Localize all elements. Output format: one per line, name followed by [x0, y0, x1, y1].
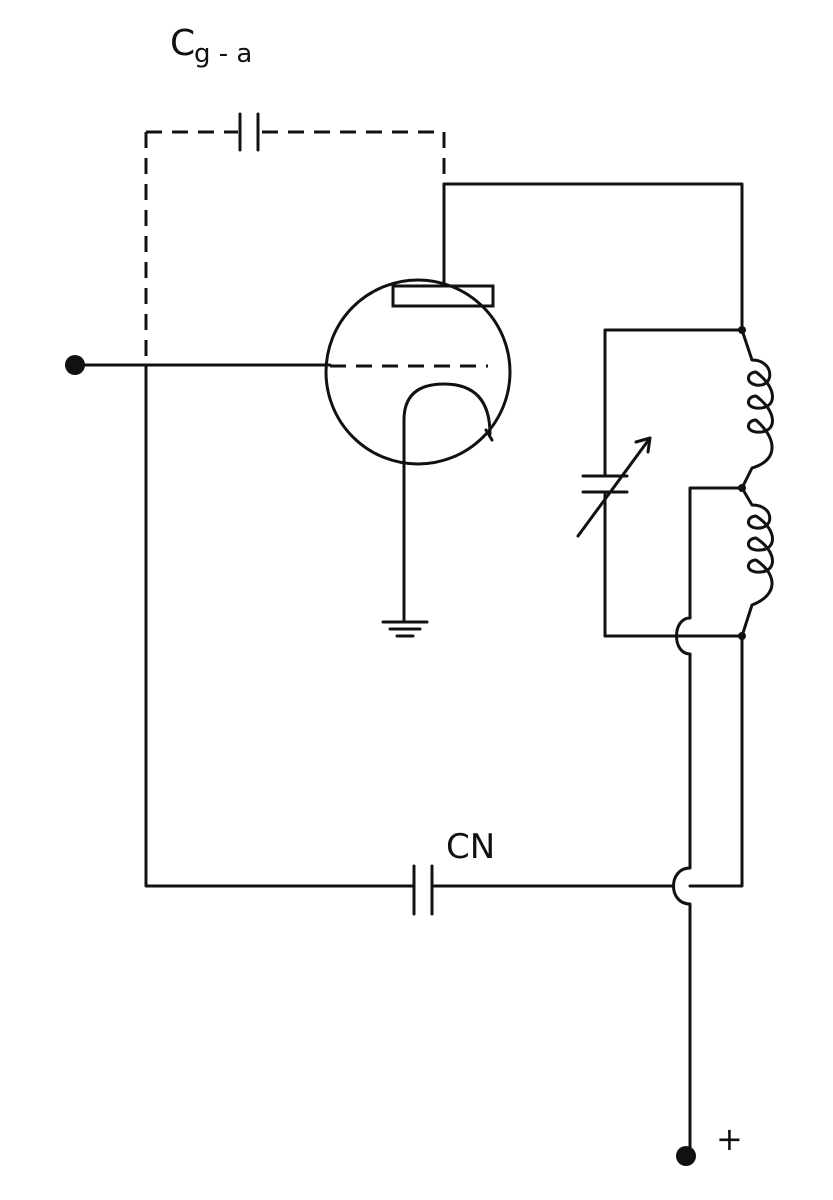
tank-bottom-wire — [688, 634, 744, 888]
coil-tap-to-supply-wire — [672, 486, 744, 1152]
cga-label: C g - a — [170, 23, 252, 69]
cathode — [402, 382, 492, 622]
cga-dashed-capacitor — [144, 112, 446, 362]
triode-tube — [324, 182, 512, 622]
tube-envelope — [324, 278, 512, 466]
cga-label-sub: g - a — [194, 39, 252, 69]
plus-label: + — [716, 1120, 743, 1158]
variable-capacitor — [576, 328, 744, 638]
tank-coil — [738, 326, 774, 640]
cn-capacitor — [144, 363, 674, 916]
cga-label-main: C — [170, 23, 195, 64]
ground-icon — [381, 620, 429, 638]
input-terminal — [65, 355, 332, 375]
supply-terminal: + — [676, 1120, 743, 1166]
anode-to-tank-wire — [442, 182, 744, 332]
cn-label: CN — [446, 827, 495, 867]
